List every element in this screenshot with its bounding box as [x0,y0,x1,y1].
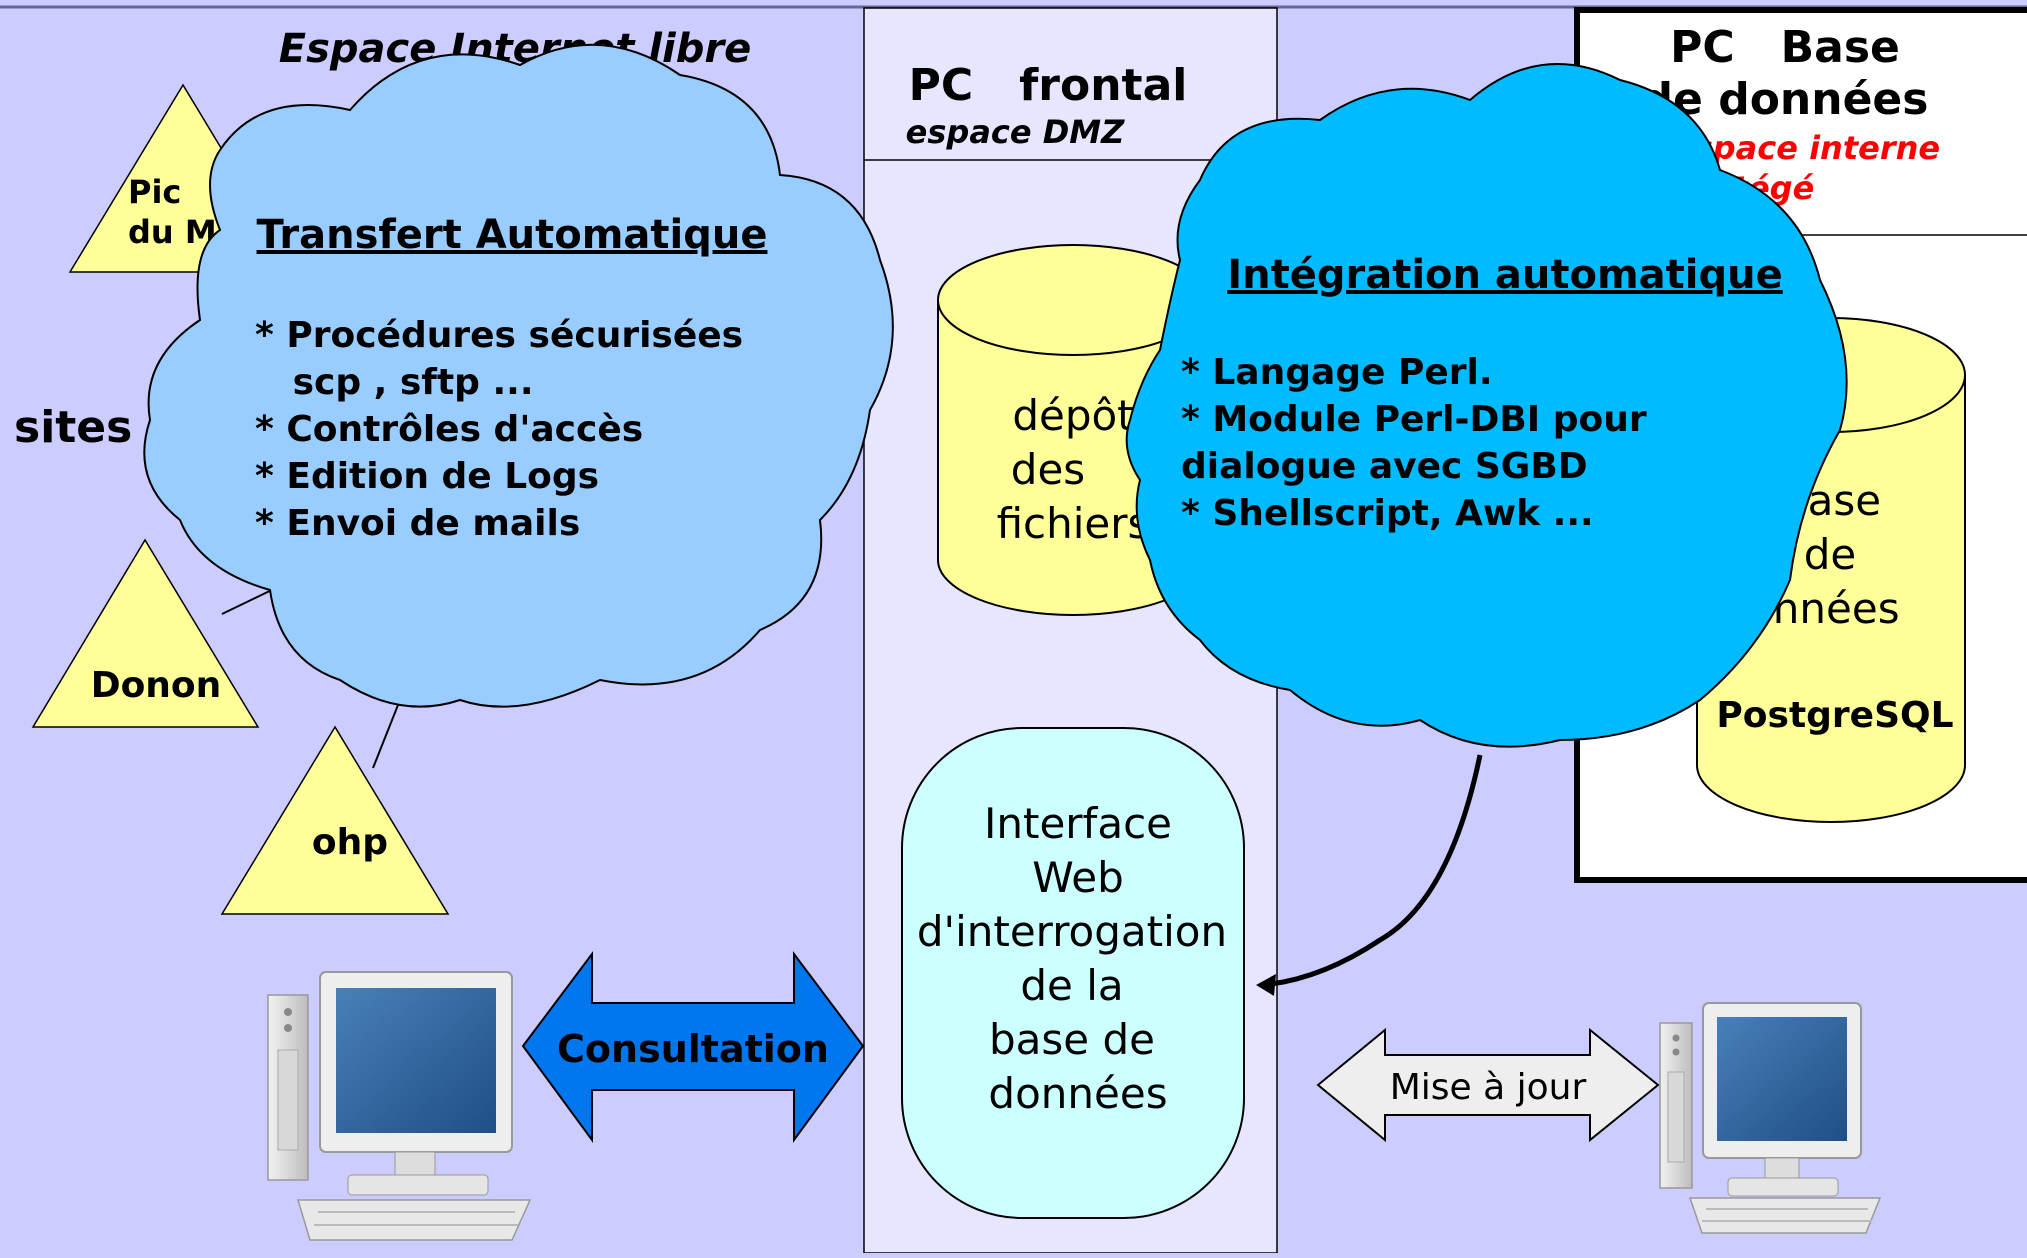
integration-item-4: * Shellscript, Awk ... [1181,493,1594,534]
integration-cloud-title: Intégration automatique [1227,252,1783,298]
depot-label-line3: fichiers [997,499,1150,548]
consultation-label: Consultation [557,1027,829,1071]
web-interface-label-line6: données [988,1069,1167,1118]
transfer-item-5: * Envoi de mails [255,503,580,544]
update-label: Mise à jour [1390,1067,1587,1108]
transfer-cloud [143,43,894,708]
depot-label-line2: des [1011,445,1085,494]
site-donon-label: Donon [91,665,222,706]
site-pic-du-midi-label-line1: Pic [128,173,181,211]
client-computer-icon [267,971,532,1241]
site-ohp-label: ohp [312,822,388,863]
dmz-title: PC frontal [909,60,1188,111]
web-interface-label-line3: d'interrogation [917,907,1227,956]
web-interface-shape [901,727,1245,1219]
update-arrow [1316,1027,1660,1143]
site-connector-ohp [372,699,401,769]
dmz-subtitle: espace DMZ [906,113,1125,151]
web-interface-label-line1: Interface [984,799,1172,848]
integration-item-2: * Module Perl-DBI pour [1181,399,1647,440]
integration-arrowhead [1256,974,1276,996]
integration-item-1: * Langage Perl. [1181,352,1493,393]
transfer-item-3: * Contrôles d'accès [255,409,643,450]
integration-item-3: dialogue avec SGBD [1181,446,1588,487]
database-label-engine: PostgreSQL [1716,695,1953,736]
integration-to-interface-connector [1261,754,1483,988]
site-donon-triangle [31,538,260,728]
transfer-item-2: scp , sftp ... [255,362,534,403]
transfer-cloud-title: Transfert Automatique [257,212,768,258]
web-interface-label-line2: Web [1032,853,1124,902]
admin-computer-icon [1659,1002,1882,1234]
sites-label: sites [14,402,132,453]
internal-title-line1: PC Base [1670,22,1900,73]
transfer-item-4: * Edition de Logs [255,456,599,497]
depot-label-line1: dépôt [1012,391,1133,440]
database-label-line2: de [1804,530,1857,579]
transfer-item-1: * Procédures sécurisées [255,315,743,356]
site-ohp-triangle [220,725,450,915]
consultation-arrow [521,951,865,1144]
web-interface-label-line5: base de [989,1015,1155,1064]
web-interface-label-line4: de la [1020,961,1123,1010]
integration-cloud [1125,63,1848,748]
